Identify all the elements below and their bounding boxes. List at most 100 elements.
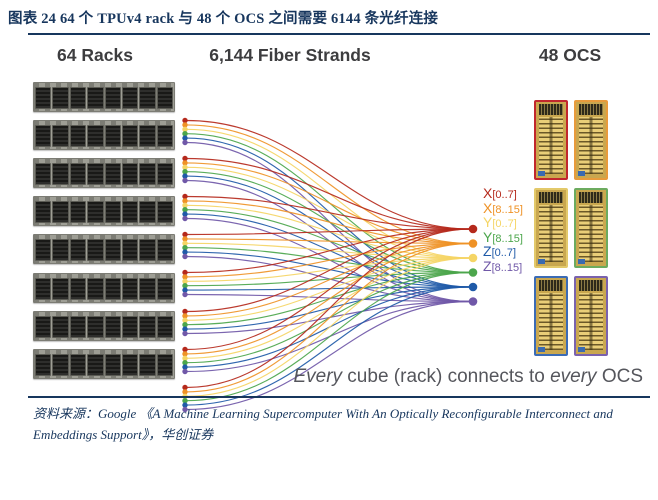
rack-unit: [87, 125, 104, 147]
ocs-panel-header: [579, 280, 603, 291]
rack-unit: [139, 354, 156, 376]
rack-unit: [139, 201, 156, 223]
ocs-panel: [534, 188, 568, 268]
ocs-panel-header: [579, 192, 603, 203]
rack-unit: [156, 239, 173, 261]
ocs-panel-chip: [578, 171, 585, 176]
rack-unit: [121, 201, 139, 223]
rack-unit: [69, 354, 87, 376]
ocs-panel: [574, 188, 608, 268]
rack-unit: [35, 163, 52, 185]
rack-unit: [156, 125, 173, 147]
fiber-group-dimension: Y: [483, 214, 493, 230]
rack-unit: [35, 316, 52, 338]
fiber-group-range: [8..15]: [492, 232, 523, 245]
ocs-panel-ports: [539, 117, 563, 174]
rack-row: [33, 273, 175, 303]
fiber-group-label: X[0..7]: [483, 185, 517, 203]
ocs-panel-ports: [579, 293, 603, 350]
source-note: 资料来源：Google 《A Machine Learning Supercom…: [33, 403, 633, 445]
caption-segment: cube (rack) connects to: [342, 366, 551, 387]
ocs-panel-ports: [539, 293, 563, 350]
ocs-grid: [534, 100, 608, 356]
ocs-panel-header: [539, 280, 563, 291]
fiber-group-label: Y[8..15]: [483, 229, 523, 247]
ocs-panel-chip: [578, 347, 585, 352]
rack-unit: [104, 125, 121, 147]
rack-unit: [121, 125, 139, 147]
ocs-panel-header: [539, 192, 563, 203]
title-divider: [28, 33, 650, 36]
caption: Every cube (rack) connects to every OCS: [293, 366, 643, 388]
rack-unit: [156, 201, 173, 223]
rack-unit: [69, 125, 87, 147]
rack-unit: [52, 278, 69, 300]
rack-unit: [104, 239, 121, 261]
fiber-group-label: Y[0..7]: [483, 214, 517, 232]
rack-unit: [121, 354, 139, 376]
rack-unit: [52, 316, 69, 338]
bottom-divider: [28, 396, 650, 398]
ocs-panel: [534, 276, 568, 356]
rack-unit: [139, 125, 156, 147]
rack-unit: [52, 354, 69, 376]
rack-unit: [139, 87, 156, 109]
rack-unit: [104, 316, 121, 338]
rack-unit: [139, 239, 156, 261]
rack-unit: [35, 125, 52, 147]
ocs-panel-chip: [578, 259, 585, 264]
rack-unit: [121, 87, 139, 109]
rack-unit: [156, 354, 173, 376]
fiber-group-dimension: Z: [483, 257, 492, 274]
rack-row: [33, 196, 175, 226]
caption-segment: OCS: [596, 366, 643, 387]
fiber-group-range: [0..7]: [491, 247, 517, 259]
rack-unit: [87, 316, 104, 338]
fiber-group-dimension: X: [483, 185, 493, 201]
rack-unit: [52, 201, 69, 223]
fibers-heading: 6,144 Fiber Strands: [209, 45, 371, 65]
rack-row: [33, 311, 175, 341]
fiber-group-range: [0..7]: [492, 218, 517, 230]
rack-unit: [156, 163, 173, 185]
rack-unit: [87, 354, 104, 376]
rack-unit: [156, 278, 173, 300]
topology-diagram: 64 Racks 6,144 Fiber Strands 48 OCS X[0.…: [0, 36, 658, 413]
ocs-panel: [534, 100, 568, 180]
rack-unit: [52, 239, 69, 261]
rack-unit: [69, 87, 87, 109]
fiber-group-range: [0..7]: [492, 189, 517, 201]
fiber-group-dimension: Y: [483, 228, 493, 245]
caption-segment: every: [550, 366, 597, 387]
rack-unit: [87, 87, 104, 109]
rack-unit: [35, 201, 52, 223]
rack-row: [33, 82, 175, 112]
rack-unit: [69, 316, 87, 338]
source-line-1: 资料来源：Google 《A Machine Learning Supercom…: [33, 406, 613, 421]
rack-unit: [69, 278, 87, 300]
ocs-panel-chip: [538, 347, 545, 352]
racks-heading: 64 Racks: [57, 45, 133, 65]
rack-row: [33, 158, 175, 188]
figure-title: 图表 24 64 个 TPUv4 rack 与 48 个 OCS 之间需要 61…: [8, 11, 439, 27]
rack-unit: [87, 163, 104, 185]
fiber-group-range: [8..15]: [491, 261, 523, 274]
rack-unit: [104, 354, 121, 376]
fiber-group-dimension: X: [483, 199, 493, 216]
ocs-panel-header: [579, 104, 603, 115]
rack-row: [33, 120, 175, 150]
rack-unit: [69, 239, 87, 261]
rack-unit: [69, 201, 87, 223]
rack-unit: [52, 163, 69, 185]
ocs-panel-ports: [579, 205, 603, 262]
rack-unit: [121, 278, 139, 300]
ocs-heading: 48 OCS: [538, 45, 602, 65]
rack-unit: [104, 87, 121, 109]
ocs-panel-header: [539, 104, 563, 115]
rack-unit: [87, 239, 104, 261]
rack-unit: [87, 278, 104, 300]
rack-unit: [139, 316, 156, 338]
ocs-panel: [574, 276, 608, 356]
rack-unit: [87, 201, 104, 223]
rack-unit: [52, 125, 69, 147]
